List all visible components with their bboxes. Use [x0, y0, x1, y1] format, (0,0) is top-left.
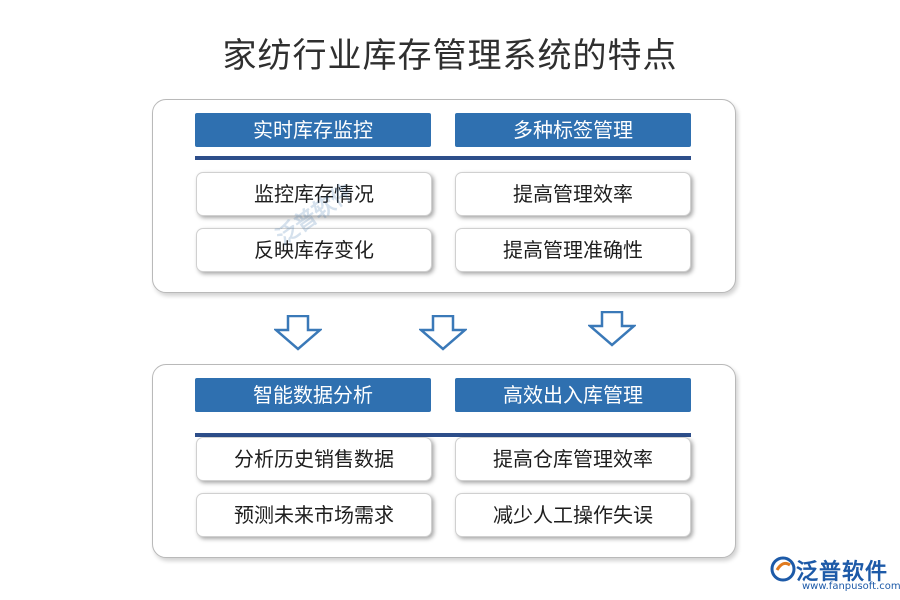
item-warehouse-efficiency: 提高仓库管理效率: [455, 437, 691, 481]
item-monitor-inventory: 监控库存情况: [196, 172, 432, 216]
down-arrow-icon: [419, 315, 467, 351]
bottom-divider: [195, 433, 691, 437]
header-tag-management: 多种标签管理: [455, 113, 691, 147]
header-realtime-monitoring: 实时库存监控: [195, 113, 431, 147]
item-reflect-changes: 反映库存变化: [196, 228, 432, 272]
logo-icon: [770, 556, 796, 582]
header-inout-management: 高效出入库管理: [455, 378, 691, 412]
top-divider: [195, 156, 691, 160]
diagram-title: 家纺行业库存管理系统的特点: [222, 36, 678, 76]
brand-logo: 泛普软件 www.fanpusoft.com: [770, 552, 900, 598]
item-reduce-errors: 减少人工操作失误: [455, 493, 691, 537]
logo-name: 泛普软件: [796, 560, 889, 585]
item-improve-accuracy: 提高管理准确性: [455, 228, 691, 272]
down-arrow-icon: [588, 311, 636, 347]
item-forecast-demand: 预测未来市场需求: [196, 493, 432, 537]
item-analyze-sales: 分析历史销售数据: [196, 437, 432, 481]
logo-url: www.fanpusoft.com: [802, 581, 900, 592]
down-arrow-icon: [274, 315, 322, 351]
item-improve-efficiency: 提高管理效率: [455, 172, 691, 216]
header-smart-analysis: 智能数据分析: [195, 378, 431, 412]
